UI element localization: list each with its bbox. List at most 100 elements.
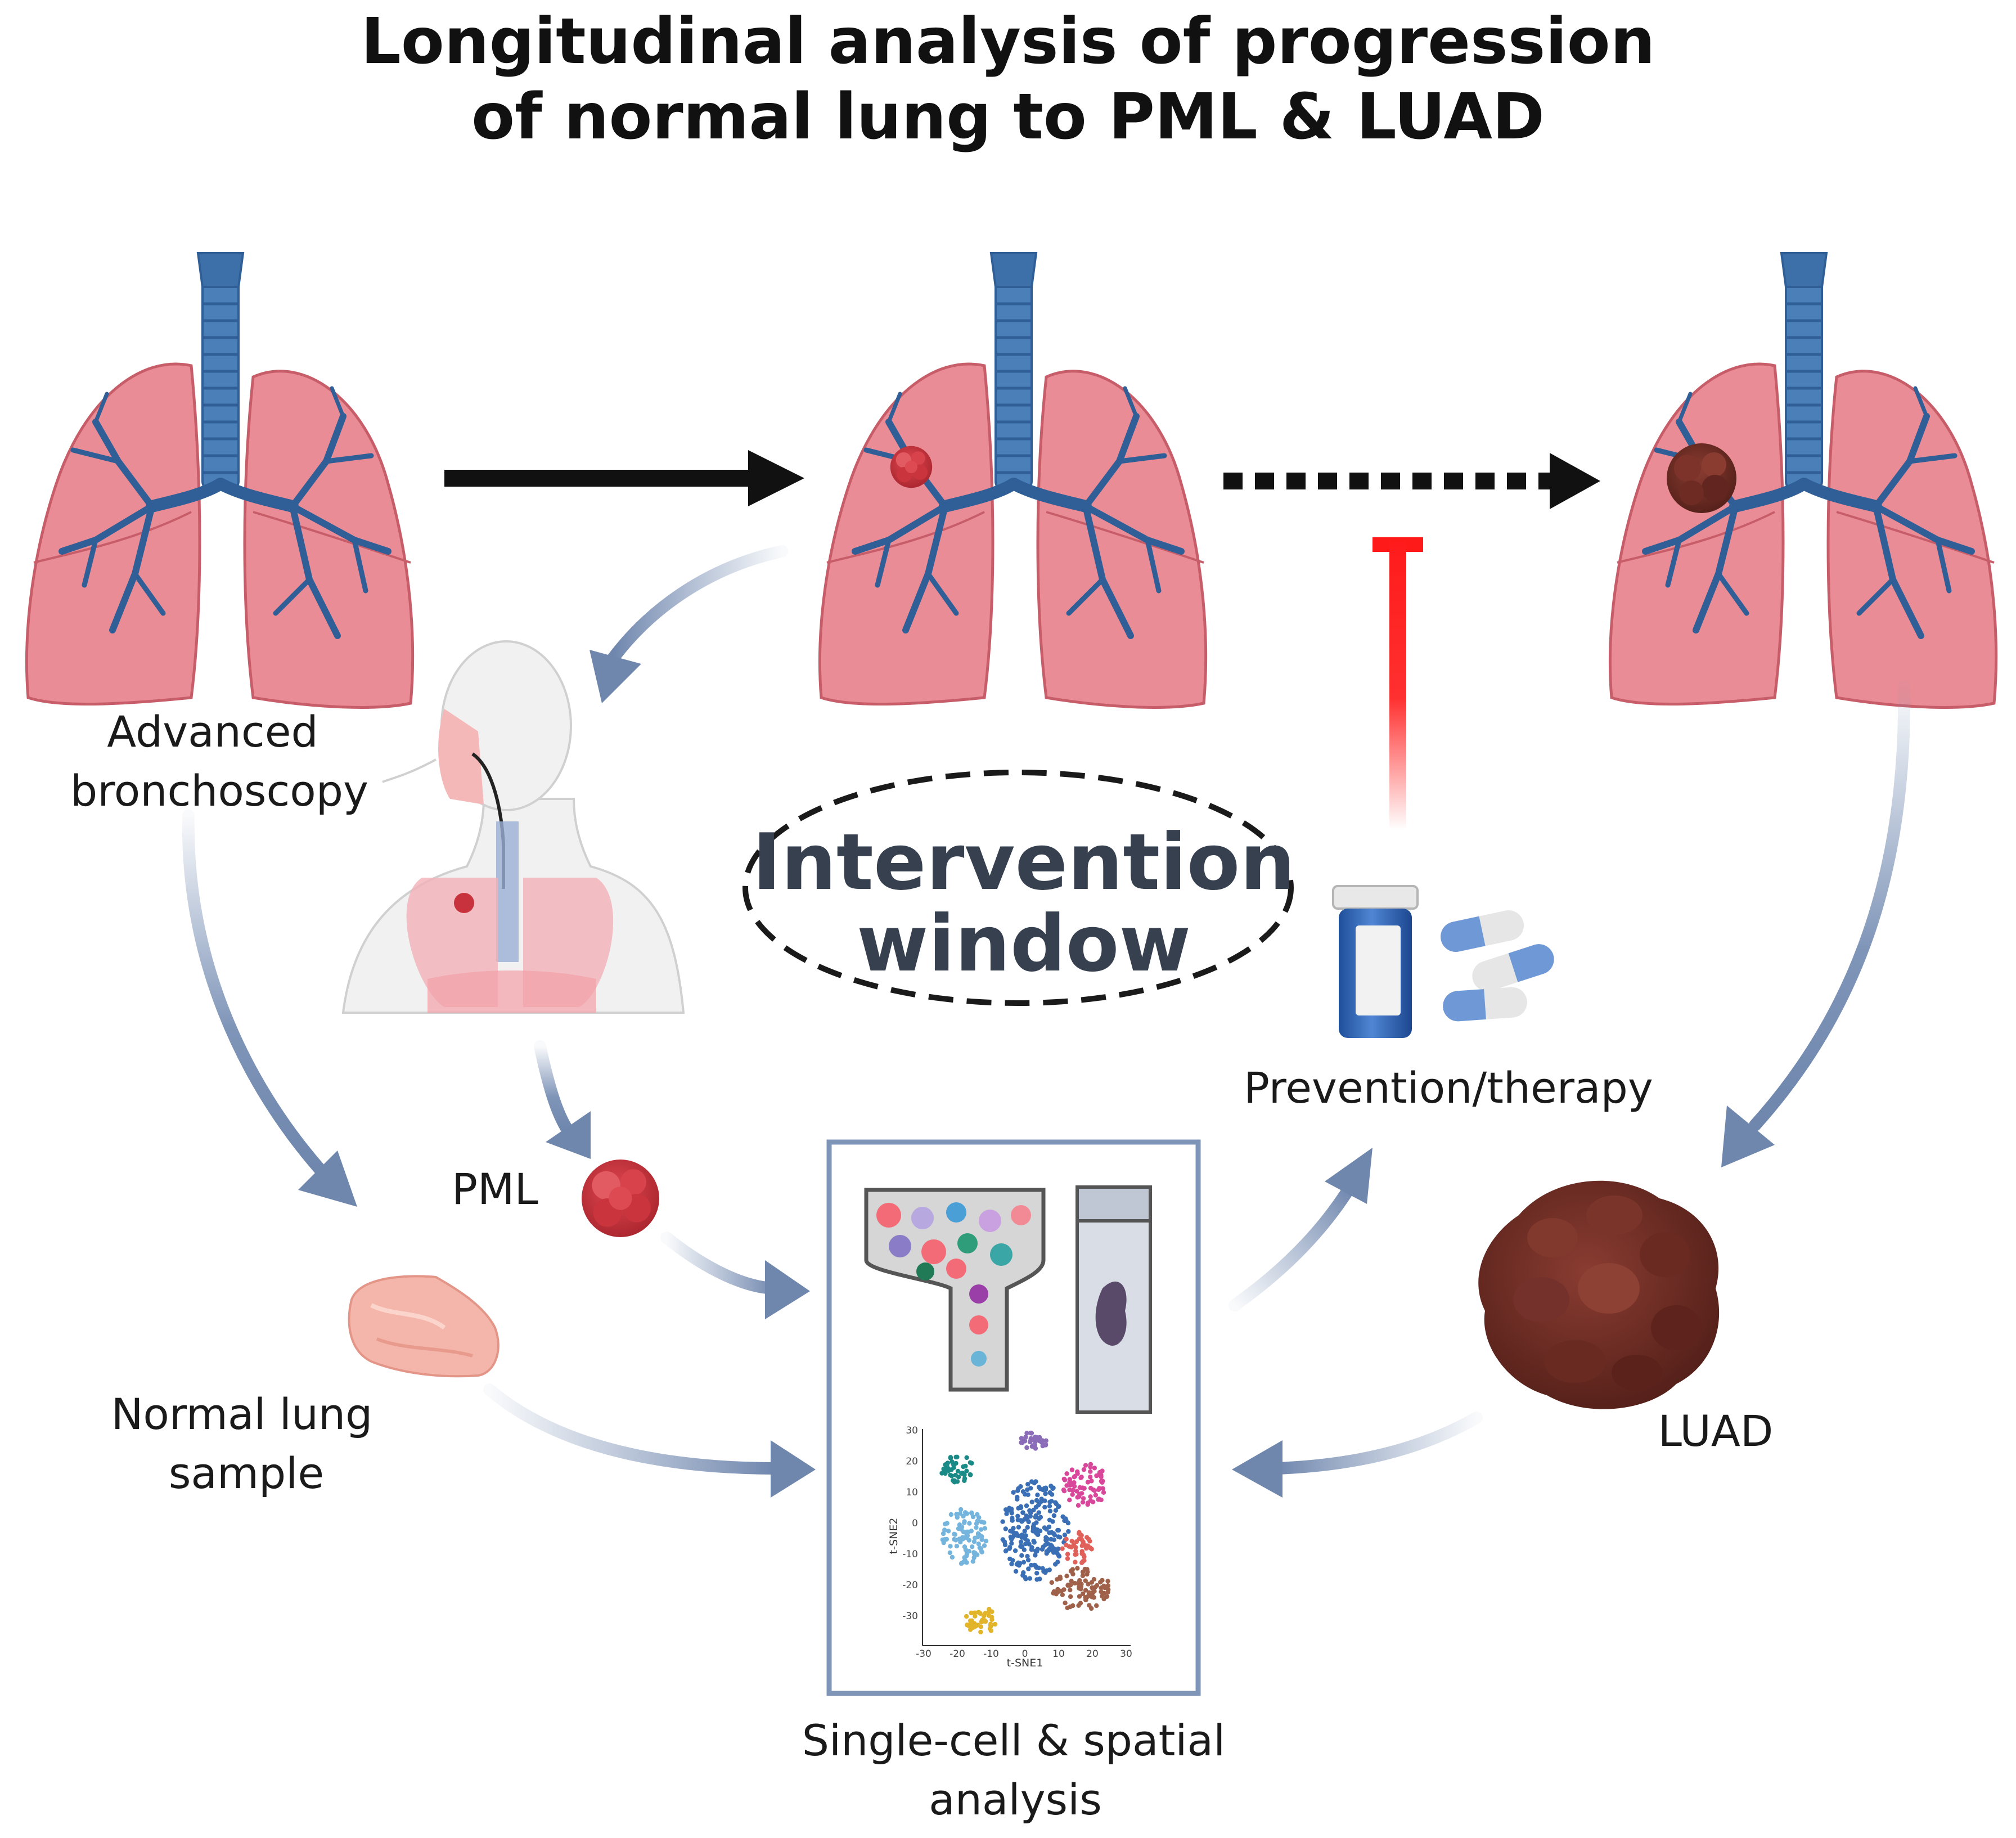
tsne-point	[1000, 1519, 1005, 1524]
tsne-point	[1052, 1533, 1058, 1538]
tsne-point	[960, 1535, 965, 1540]
tsne-point	[1088, 1494, 1093, 1499]
tsne-point	[1061, 1587, 1066, 1592]
label-analysis-line1: Single-cell & spatial	[802, 1715, 1225, 1765]
tsne-point	[955, 1468, 961, 1474]
tsne-point	[1079, 1491, 1084, 1496]
tsne-point	[953, 1454, 958, 1460]
tsne-point	[1039, 1440, 1044, 1445]
tsne-point	[1056, 1504, 1061, 1509]
tsne-point	[1058, 1576, 1063, 1581]
tsne-point	[1025, 1525, 1030, 1530]
tsne-point	[1064, 1471, 1069, 1476]
tsne-x-tick: 30	[1120, 1648, 1132, 1660]
tsne-point	[1049, 1580, 1055, 1585]
tsne-y-ticks: 30 20 10 0 -10 -20 -30	[902, 1425, 918, 1622]
tsne-point	[1084, 1535, 1090, 1540]
tsne-point	[1029, 1499, 1034, 1504]
tsne-point	[1008, 1534, 1014, 1539]
tsne-point	[1029, 1547, 1034, 1552]
tsne-x-tick: -10	[983, 1648, 999, 1660]
tsne-point	[983, 1619, 988, 1624]
tsne-point	[1067, 1480, 1072, 1485]
progression-arrow-solid	[444, 450, 804, 506]
tsne-point	[1090, 1585, 1095, 1590]
tsne-point	[1047, 1490, 1052, 1495]
tsne-point	[1047, 1503, 1052, 1509]
tsne-point	[952, 1480, 957, 1485]
tsne-point	[954, 1544, 960, 1549]
intervention-window-outline	[742, 770, 1294, 1006]
tsne-point	[1085, 1480, 1091, 1485]
tsne-point	[978, 1629, 983, 1635]
tsne-point	[1055, 1527, 1060, 1533]
tsne-point	[1034, 1520, 1039, 1525]
normal-lung-sample-icon	[348, 1275, 500, 1378]
tsne-point	[964, 1455, 969, 1460]
tsne-point	[1033, 1513, 1038, 1518]
tsne-point	[982, 1526, 988, 1531]
tsne-point	[1079, 1581, 1084, 1587]
tsne-point	[1035, 1493, 1040, 1498]
arrow-normal-to-analysis	[483, 1383, 816, 1498]
tsne-point	[1061, 1488, 1066, 1493]
tsne-point	[1089, 1547, 1094, 1552]
tsne-point	[1018, 1484, 1023, 1489]
tsne-point	[1079, 1537, 1084, 1542]
tsne-point	[1042, 1525, 1047, 1530]
tsne-point	[1015, 1517, 1021, 1522]
tsne-point	[970, 1544, 975, 1549]
tsne-point	[1025, 1492, 1030, 1497]
tsne-point	[961, 1529, 966, 1535]
tsne-point	[1089, 1479, 1094, 1484]
tsne-point	[983, 1539, 989, 1544]
tsne-y-tick: -20	[902, 1580, 918, 1591]
tsne-x-label: t-SNE1	[1007, 1657, 1043, 1669]
tsne-point	[1083, 1595, 1088, 1600]
tsne-point	[1028, 1436, 1034, 1441]
tsne-point	[1028, 1439, 1033, 1445]
tsne-point	[1091, 1595, 1096, 1600]
tsne-point	[1071, 1542, 1077, 1548]
tsne-point	[949, 1473, 955, 1479]
tsne-y-label: t-SNE2	[888, 1518, 900, 1554]
tsne-point	[1016, 1525, 1022, 1530]
tsne-point	[1040, 1547, 1045, 1552]
tsne-point	[1020, 1572, 1025, 1578]
tsne-point	[1092, 1466, 1097, 1471]
tsne-point	[953, 1460, 958, 1466]
tsne-point	[1064, 1574, 1069, 1579]
tissue-slide-icon	[1076, 1185, 1152, 1414]
tsne-point	[1030, 1526, 1036, 1531]
tsne-point	[987, 1626, 993, 1631]
tsne-point	[1010, 1518, 1015, 1523]
tsne-point	[1043, 1535, 1048, 1540]
tsne-point	[943, 1468, 948, 1474]
tsne-point	[1037, 1576, 1042, 1581]
tsne-point	[1011, 1530, 1016, 1535]
tsne-point	[1034, 1565, 1039, 1570]
tsne-point	[1073, 1548, 1078, 1553]
tsne-point	[942, 1527, 947, 1533]
tsne-point	[950, 1554, 955, 1560]
tsne-point	[1080, 1500, 1086, 1505]
tsne-point	[1043, 1438, 1048, 1443]
tsne-point	[1036, 1485, 1042, 1490]
tsne-point	[978, 1547, 984, 1552]
tsne-point	[1025, 1557, 1031, 1563]
tsne-point	[962, 1558, 968, 1563]
tsne-point	[1015, 1488, 1020, 1493]
tsne-point	[962, 1510, 968, 1515]
tsne-point	[1019, 1519, 1024, 1524]
tsne-point	[1068, 1569, 1074, 1574]
tsne-point	[1007, 1556, 1012, 1562]
tsne-point	[1043, 1441, 1048, 1447]
tsne-point	[1061, 1476, 1067, 1482]
tsne-point	[1075, 1566, 1080, 1571]
tsne-point	[1018, 1504, 1024, 1509]
tsne-point	[1074, 1539, 1079, 1544]
tsne-point	[1064, 1483, 1069, 1488]
tsne-point	[986, 1613, 992, 1618]
tsne-point	[983, 1611, 988, 1616]
